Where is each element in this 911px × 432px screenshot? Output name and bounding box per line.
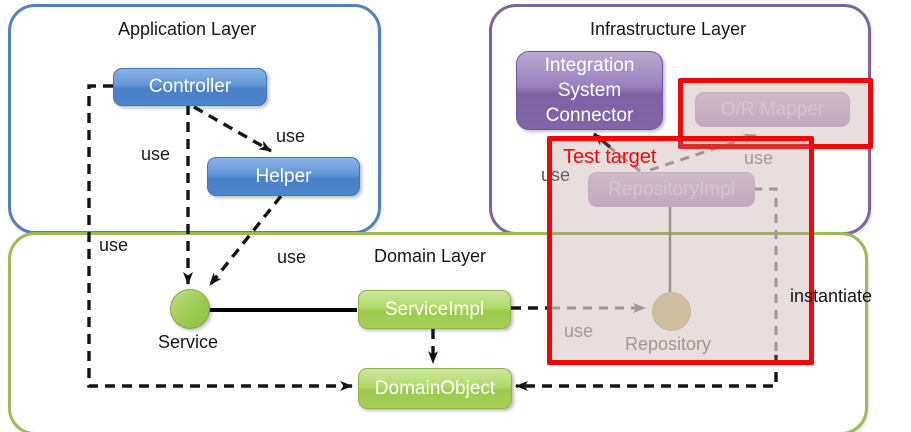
helper-label: Helper: [255, 165, 312, 187]
integration-system-connector-node: Integration System Connector: [516, 51, 663, 130]
use-label-controller-helper: use: [276, 126, 306, 146]
service-label: Service: [158, 332, 219, 352]
controller-label: Controller: [148, 76, 232, 97]
domain-object-node: DomainObject: [358, 368, 512, 409]
repository-impl-node: RepositoryImpl: [588, 172, 755, 207]
domain-layer-title: Domain Layer: [374, 246, 487, 266]
connector-label-line2: System: [557, 80, 622, 101]
or-mapper-node: O/R Mapper: [695, 92, 850, 127]
infrastructure-layer-title: Infrastructure Layer: [590, 19, 747, 39]
test-target-label: Test target: [563, 146, 657, 168]
service-impl-label: ServiceImpl: [384, 298, 485, 320]
use-label-serviceimpl-repository: use: [564, 321, 594, 341]
repository-label: Repository: [625, 334, 712, 354]
test-target-highlight-main: [547, 136, 814, 365]
application-layer-title: Application Layer: [118, 19, 257, 39]
service-impl-node: ServiceImpl: [358, 290, 511, 329]
use-label-helper-service: use: [277, 247, 307, 267]
use-label-controller-service: use: [141, 144, 171, 164]
domain-object-label: DomainObject: [374, 377, 496, 399]
use-label-controller-domainobject: use: [99, 235, 129, 255]
or-mapper-label: O/R Mapper: [720, 98, 825, 120]
repository-interface-ball: [652, 292, 691, 331]
repository-impl-label: RepositoryImpl: [608, 178, 735, 200]
controller-node: Controller: [113, 68, 267, 106]
connector-label-line3: Connector: [545, 105, 634, 126]
instantiate-label: instantiate: [790, 286, 873, 306]
connector-label-line1: Integration: [544, 55, 635, 76]
helper-node: Helper: [207, 157, 360, 196]
service-interface-ball: [170, 289, 210, 329]
